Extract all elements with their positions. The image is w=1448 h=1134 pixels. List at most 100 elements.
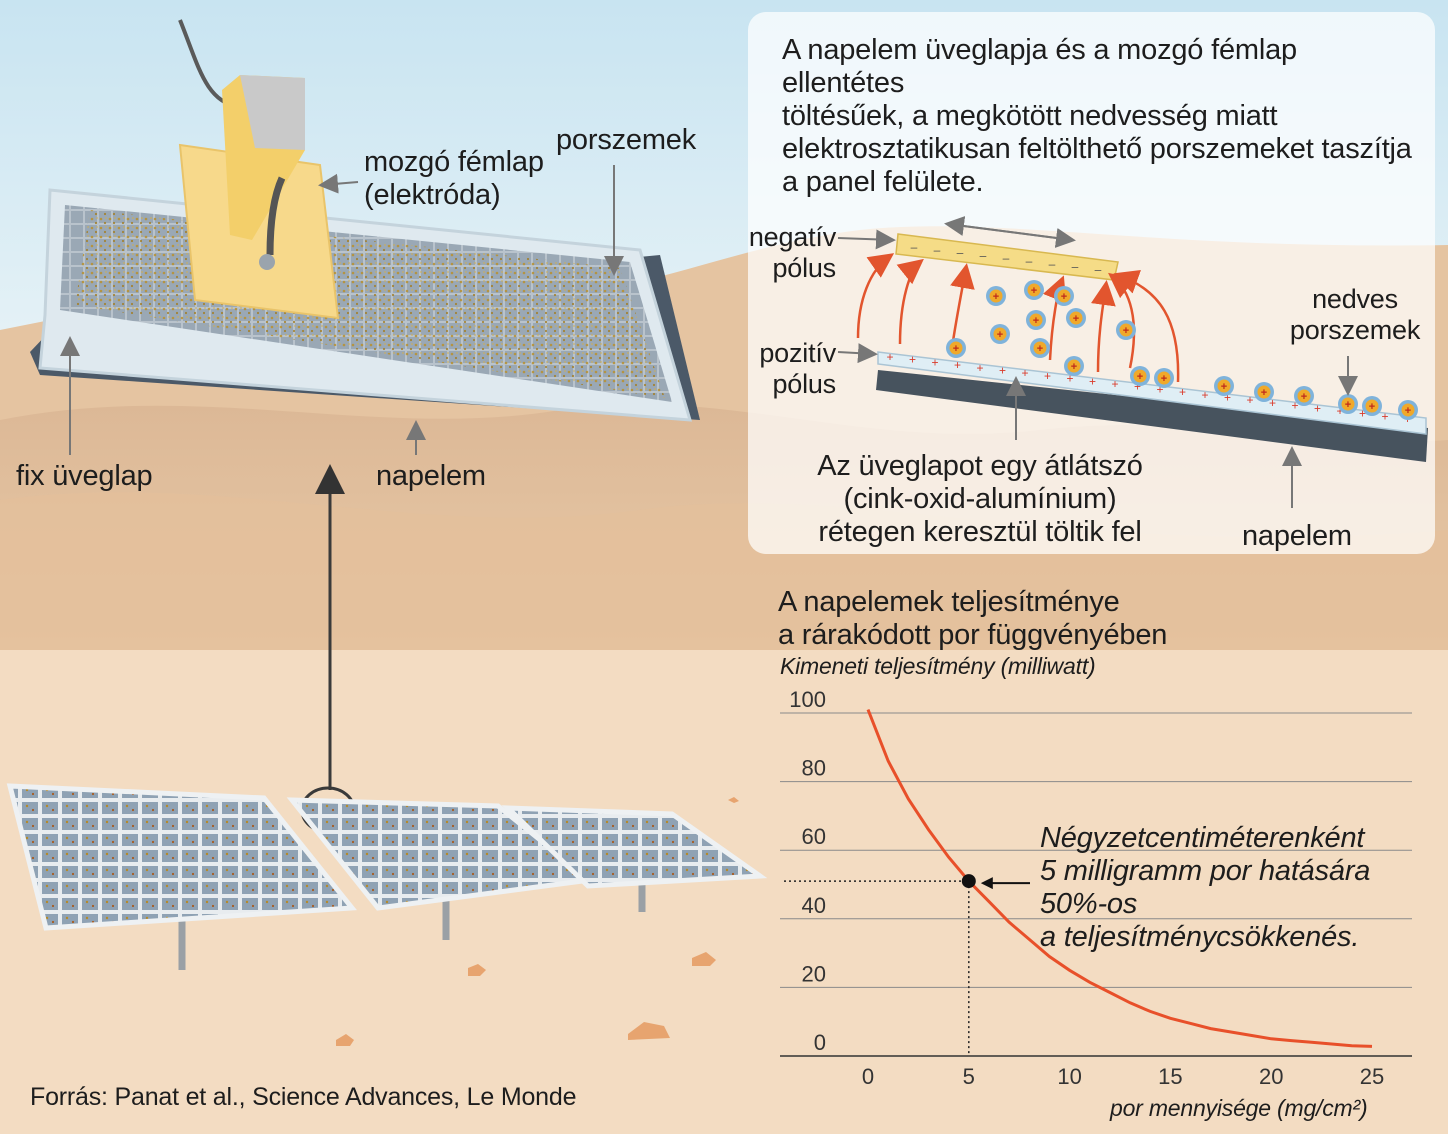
wet-dust-particle: + [1398,400,1418,420]
wet-dust-particle: + [1362,396,1382,416]
minus-charge: – [1003,251,1010,265]
wet-dust-particle: + [1130,366,1150,386]
plus-charge: + [1336,404,1343,418]
dusty-panel-illustration [30,75,700,422]
particle-charge: + [1031,285,1037,297]
chart-ylabel: Kimeneti teljesítmény (milliwatt) [780,653,1096,679]
positive-pole-line2: pólus [772,369,836,399]
plus-charge: + [1359,407,1366,421]
particle-core [1157,371,1171,385]
chart-grid [780,712,1412,1057]
plus-charge: + [1269,396,1276,410]
wet-dust-particle: + [1064,356,1084,376]
wet-dust-particle: + [986,286,1006,306]
particle-charge: + [1261,387,1267,399]
particle-core [949,341,963,355]
y-tick-label: 60 [802,824,826,849]
x-tick-label: 10 [1057,1064,1081,1089]
particle-core [1029,313,1043,327]
particle-charge: + [953,343,959,355]
minus-charge: – [1095,262,1102,276]
chart-title-line2: a rárakódott por függvényében [778,619,1168,651]
particle-charge: + [1037,343,1043,355]
explanation-line2: töltésűek, a megkötött nedvesség miatt [782,100,1278,132]
particle-charge: + [1161,373,1167,385]
explanation-line1: A napelem üveglapja és a mozgó fémlap el… [782,34,1297,99]
y-tick-label: 20 [802,961,826,986]
chart-title-line1: A napelemek teljesítménye [778,586,1120,618]
plus-charge: + [1314,401,1321,415]
particle-charge: + [1345,399,1351,411]
coating-note-line3: rétegen keresztül töltik fel [818,516,1142,548]
wet-dust-particle: + [1030,338,1050,358]
plus-charge: + [1224,391,1231,405]
solar-cell-label: napelem [376,460,486,492]
wet-dust-particle: + [946,338,966,358]
particle-core [1067,359,1081,373]
wet-dust-particle: + [1054,286,1074,306]
particle-core [989,289,1003,303]
plus-charge: + [1134,380,1141,394]
y-tick-label: 80 [802,756,826,781]
x-tick-label: 20 [1259,1064,1283,1089]
particle-core [1027,283,1041,297]
particle-core [1133,369,1147,383]
annotation-arrowhead [980,877,993,890]
particle-charge: + [997,329,1003,341]
plus-charge: + [1021,366,1028,380]
particle-core [1033,341,1047,355]
plus-charge: + [1179,385,1186,399]
moving-plate-label: mozgó fémlap (elektróda) [364,146,544,212]
chart-annotation-marker [784,874,1030,1056]
plus-charge: + [1201,388,1208,402]
chart-annotation-line2: 5 milligramm por hatására 50%-os [1040,855,1371,920]
particle-charge: + [1061,291,1067,303]
minus-charge: – [957,246,964,260]
explanation-line3: elektrosztatikusan feltölthető porszemek… [782,133,1412,165]
fixed-glass-label: fix üveglap [16,460,153,492]
wet-dust-particle: + [1254,382,1274,402]
particle-core [1341,397,1355,411]
particle-core [1057,289,1071,303]
wet-dust-particle: + [1338,394,1358,414]
particle-core [1069,311,1083,325]
plus-charge: + [1381,409,1388,423]
y-tick-label: 0 [814,1030,826,1055]
wet-dust-particle: + [1024,280,1044,300]
chart-annotation-line3: a teljesítménycsökkenés. [1040,921,1360,953]
plus-charge: + [909,353,916,367]
solar-cell-label-right: napelem [1242,520,1352,552]
minus-charge: – [934,243,941,257]
plus-charge: + [931,355,938,369]
positive-pole-label: pozitív pólus [744,338,836,400]
wet-dust-particle: + [990,324,1010,344]
plus-charge: + [976,361,983,375]
particle-charge: + [1123,325,1129,337]
negative-pole-line1: negatív [748,222,836,252]
particle-charge: + [1405,405,1411,417]
plus-charge: + [1111,377,1118,391]
dust-label: porszemek [556,124,697,156]
minus-charge: – [980,248,987,262]
particle-charge: + [1137,371,1143,383]
y-tick-label: 100 [789,687,826,712]
particle-core [1217,379,1231,393]
x-tick-label: 15 [1158,1064,1182,1089]
x-tick-label: 5 [963,1064,975,1089]
plus-charge: + [954,358,961,372]
explanation-text: A napelem üveglapja és a mozgó fémlap el… [782,34,1422,199]
plus-charge: + [1044,369,1051,383]
explanation-line4: a panel felülete. [782,166,984,198]
annotation-point [961,874,976,889]
chart-series-line [866,709,1373,1048]
particle-core [1257,385,1271,399]
particle-charge: + [1369,401,1375,413]
chart-annotation-line1: Négyzetcentiméterenként [1040,822,1365,854]
particle-core [1401,403,1415,417]
particle-core [1297,389,1311,403]
particle-core [1365,399,1379,413]
